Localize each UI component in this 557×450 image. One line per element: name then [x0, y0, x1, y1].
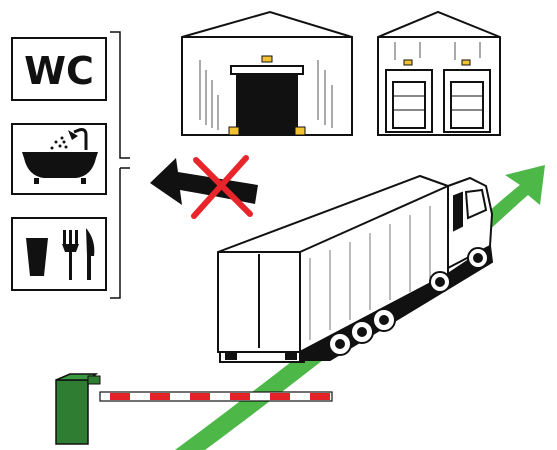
- barrier-arm: [100, 392, 332, 401]
- truck: [218, 176, 492, 362]
- sign-restaurant: [12, 218, 106, 290]
- wc-sign-label: WC: [24, 49, 94, 93]
- sign-shower: [12, 124, 106, 194]
- warehouse-left: [182, 12, 352, 135]
- signs-bracket: [110, 32, 130, 298]
- warehouse-right: [378, 12, 500, 135]
- sign-wc: WC: [12, 38, 106, 100]
